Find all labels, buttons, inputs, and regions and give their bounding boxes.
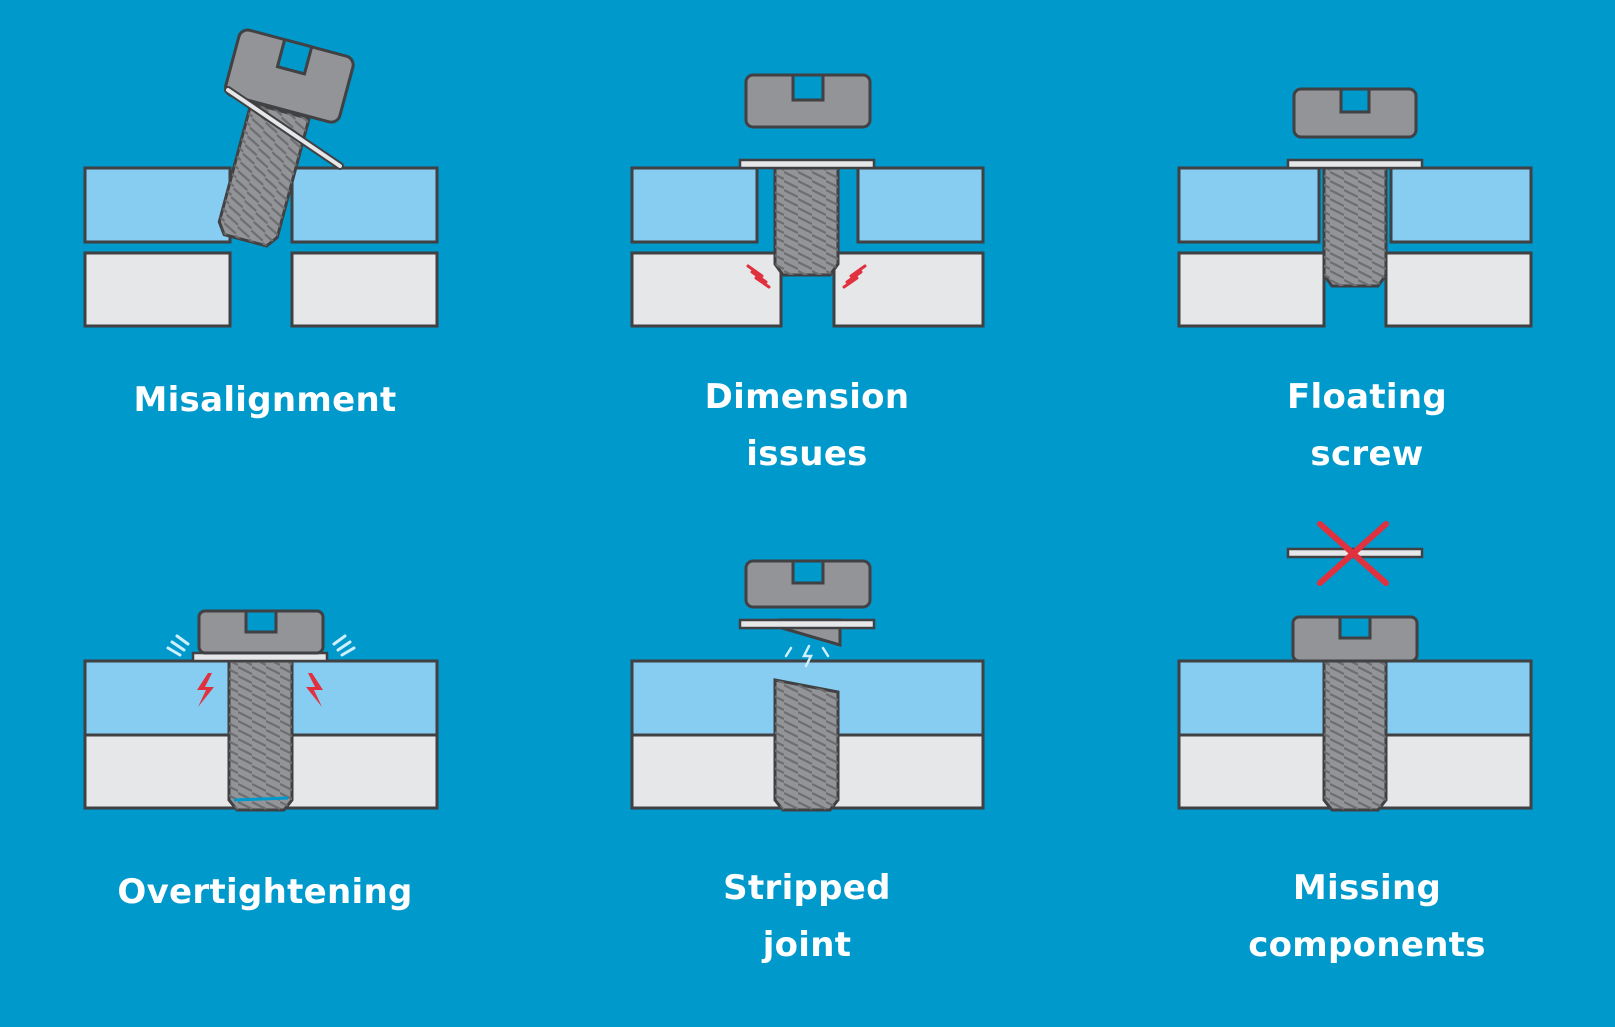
misalignment-illustration xyxy=(83,28,439,328)
oversized-hole-screw-icon xyxy=(738,73,876,277)
missing-components-illustration xyxy=(1177,521,1533,812)
label-line: Overtightening xyxy=(117,872,413,912)
label-line: Floating xyxy=(1286,377,1448,417)
label-line: Missing xyxy=(1292,868,1442,908)
stripped-screw-icon xyxy=(738,559,876,812)
overtightening-illustration xyxy=(83,609,439,812)
pressure-marks xyxy=(166,634,356,657)
label-dimension-issues: Dimension issues xyxy=(597,369,1017,483)
label-misalignment: Misalignment xyxy=(55,372,475,429)
screw-without-washer-icon xyxy=(1291,615,1419,812)
missing-washer-icon xyxy=(1286,521,1424,586)
label-stripped-joint: Stripped joint xyxy=(597,860,1017,974)
stress-marks xyxy=(746,264,867,289)
lightning-warning-icon xyxy=(197,673,323,707)
tilted-screw-icon xyxy=(217,28,355,248)
top-plate xyxy=(83,166,439,244)
overtightened-screw-icon xyxy=(191,609,329,812)
label-line: joint xyxy=(762,925,852,965)
floating-screw-illustration xyxy=(1177,87,1533,328)
stripped-joint-illustration xyxy=(630,559,985,812)
label-floating-screw: Floating screw xyxy=(1157,369,1577,483)
label-line: Stripped xyxy=(723,868,891,908)
label-line: Misalignment xyxy=(133,380,397,420)
top-plate xyxy=(630,166,985,244)
label-line: issues xyxy=(746,434,868,474)
label-missing-components: Missing components xyxy=(1157,860,1577,974)
label-line: screw xyxy=(1310,434,1424,474)
label-line: components xyxy=(1248,925,1486,965)
label-overtightening: Overtightening xyxy=(55,864,475,921)
bottom-plate xyxy=(630,251,985,328)
floating-screw-icon xyxy=(1286,87,1424,288)
bottom-plate xyxy=(1177,251,1533,328)
bottom-plate xyxy=(83,251,439,328)
dimension-issues-illustration xyxy=(630,73,985,328)
stress-marks xyxy=(784,644,830,668)
label-line: Dimension xyxy=(704,377,910,417)
top-plate xyxy=(1177,166,1533,244)
